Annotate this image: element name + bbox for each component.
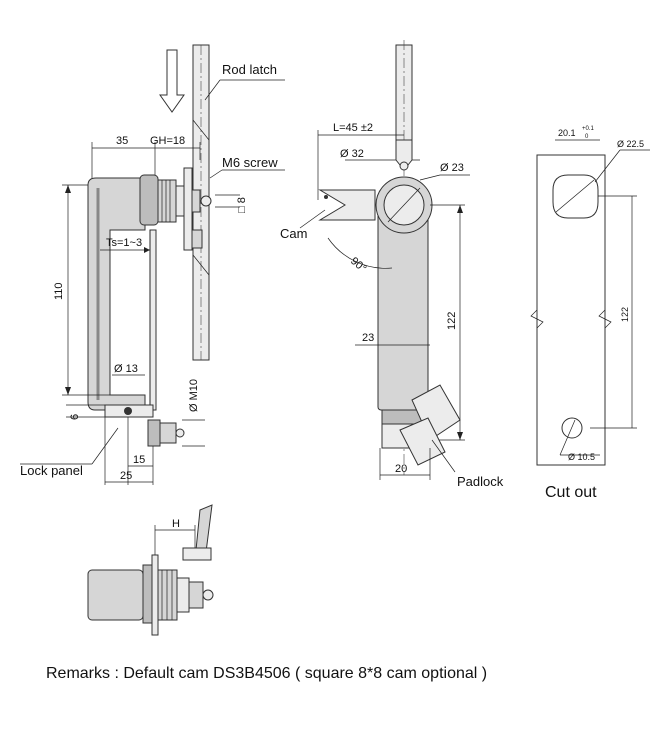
dim-110: 110 [53,282,65,300]
dim-20: 20 [395,463,407,475]
padlock-label: Padlock [457,474,504,489]
side-view: Rod latch 35 GH=18 M6 screw □ 8 [20,44,285,485]
dim-d23-circle: Ø 23 [440,162,464,174]
angle-90: 90° [348,255,368,275]
bottom-view: H [87,504,214,636]
cutout-label: Cut out [545,484,597,501]
dim-122-cutout: 122 [620,307,630,322]
front-handle-body [377,204,429,411]
dim-122-front: 122 [446,312,458,330]
bottom-handle-body [87,569,144,621]
cutout-round-hole [561,417,583,439]
dim-l45: L=45 ±2 [333,122,373,134]
dim-tol-dn: 0 [585,134,589,140]
remarks-text: Remarks : Default cam DS3B4506 ( square … [46,665,487,682]
dim-20-1: 20.1 [558,128,576,138]
dim-square-8: □ 8 [236,197,248,213]
rod-latch-label: Rod latch [222,62,277,77]
dim-d10-5: Ø 10.5 [568,452,595,462]
cam-part [318,189,376,221]
cam-label: Cam [280,226,307,241]
dim-d22-5: Ø 22.5 [617,139,644,149]
dim-35: 35 [116,135,128,147]
door-panel [149,229,157,411]
m6-screw-label: M6 screw [222,155,278,170]
cutout-view: 20.1 +0.1 0 Ø 22.5 122 Ø 10.5 Cut out [530,126,650,501]
dim-d32: Ø 32 [340,148,364,160]
arrow-down-icon [159,49,185,113]
front-view: L=45 ±2 Ø 32 Cam Ø 23 90° 23 122 [280,40,504,489]
dim-23: 23 [362,332,374,344]
dim-ts: Ts=1~3 [106,237,142,249]
cutout-panel [536,154,606,466]
dim-tol-up: +0.1 [582,126,595,132]
dim-h: H [172,518,180,530]
lock-panel-label: Lock panel [20,463,83,478]
dim-25: 25 [120,470,132,482]
dim-15: 15 [133,454,145,466]
dim-m10: Ø M10 [188,379,200,412]
dim-d13: Ø 13 [114,363,138,375]
dim-gh: GH=18 [150,135,185,147]
cutout-square-hole [552,174,599,219]
dim-6: 6 [69,414,81,420]
